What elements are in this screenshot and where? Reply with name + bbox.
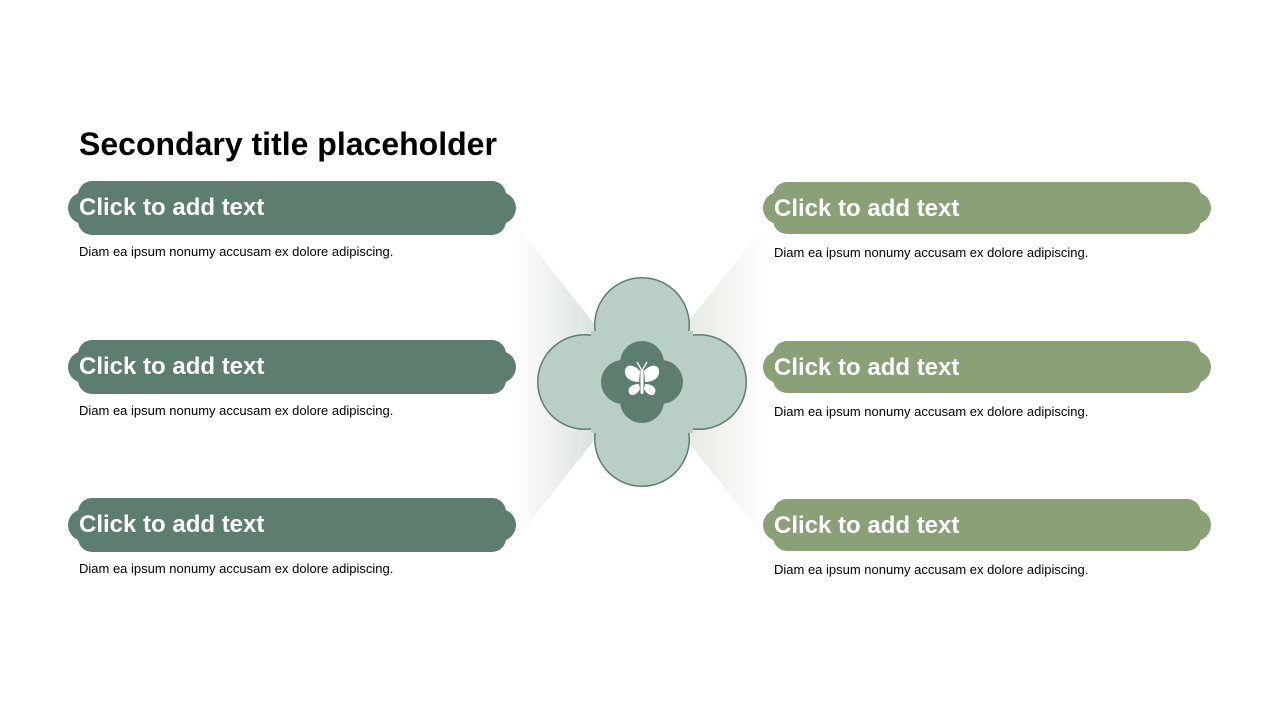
left-item-2-description[interactable]: Diam ea ipsum nonumy accusam ex dolore a…	[79, 403, 394, 418]
right-item-3-bar[interactable]: Click to add text	[763, 499, 1213, 553]
right-item-1: Click to add text Diam ea ipsum nonumy a…	[763, 182, 1213, 260]
right-item-2-description[interactable]: Diam ea ipsum nonumy accusam ex dolore a…	[774, 404, 1089, 419]
right-item-3-label[interactable]: Click to add text	[774, 512, 960, 539]
left-item-3-bar-shape	[78, 498, 506, 552]
left-item-1-bar[interactable]: Click to add text	[68, 181, 518, 235]
left-item-2-label[interactable]: Click to add text	[79, 353, 265, 380]
right-item-3-description[interactable]: Diam ea ipsum nonumy accusam ex dolore a…	[774, 562, 1089, 577]
left-item-3: Click to add text Diam ea ipsum nonumy a…	[68, 498, 518, 576]
right-item-1-bar[interactable]: Click to add text	[763, 182, 1213, 236]
right-item-1-description[interactable]: Diam ea ipsum nonumy accusam ex dolore a…	[774, 245, 1089, 260]
left-item-2-bar-shape	[78, 340, 506, 394]
right-item-2-bar[interactable]: Click to add text	[763, 341, 1213, 395]
left-item-1-bar-shape	[78, 181, 506, 235]
right-item-2-bar-shape	[773, 341, 1201, 393]
butterfly-icon	[624, 361, 660, 396]
left-item-1-label[interactable]: Click to add text	[79, 194, 265, 221]
page-title[interactable]: Secondary title placeholder	[79, 126, 497, 162]
left-item-3-label[interactable]: Click to add text	[79, 511, 265, 538]
right-item-1-label[interactable]: Click to add text	[774, 195, 960, 222]
right-item-3-bar-shape	[773, 499, 1201, 551]
center-quatrefoil	[537, 277, 747, 487]
left-item-1-description[interactable]: Diam ea ipsum nonumy accusam ex dolore a…	[79, 244, 394, 259]
left-item-2: Click to add text Diam ea ipsum nonumy a…	[68, 340, 518, 418]
right-item-2-label[interactable]: Click to add text	[774, 354, 960, 381]
left-item-3-bar[interactable]: Click to add text	[68, 498, 518, 552]
left-item-1: Click to add text Diam ea ipsum nonumy a…	[68, 181, 518, 259]
right-item-2: Click to add text Diam ea ipsum nonumy a…	[763, 341, 1213, 419]
left-item-3-description[interactable]: Diam ea ipsum nonumy accusam ex dolore a…	[79, 561, 394, 576]
right-item-1-bar-shape	[773, 182, 1201, 234]
right-item-3: Click to add text Diam ea ipsum nonumy a…	[763, 499, 1213, 577]
left-item-2-bar[interactable]: Click to add text	[68, 340, 518, 394]
